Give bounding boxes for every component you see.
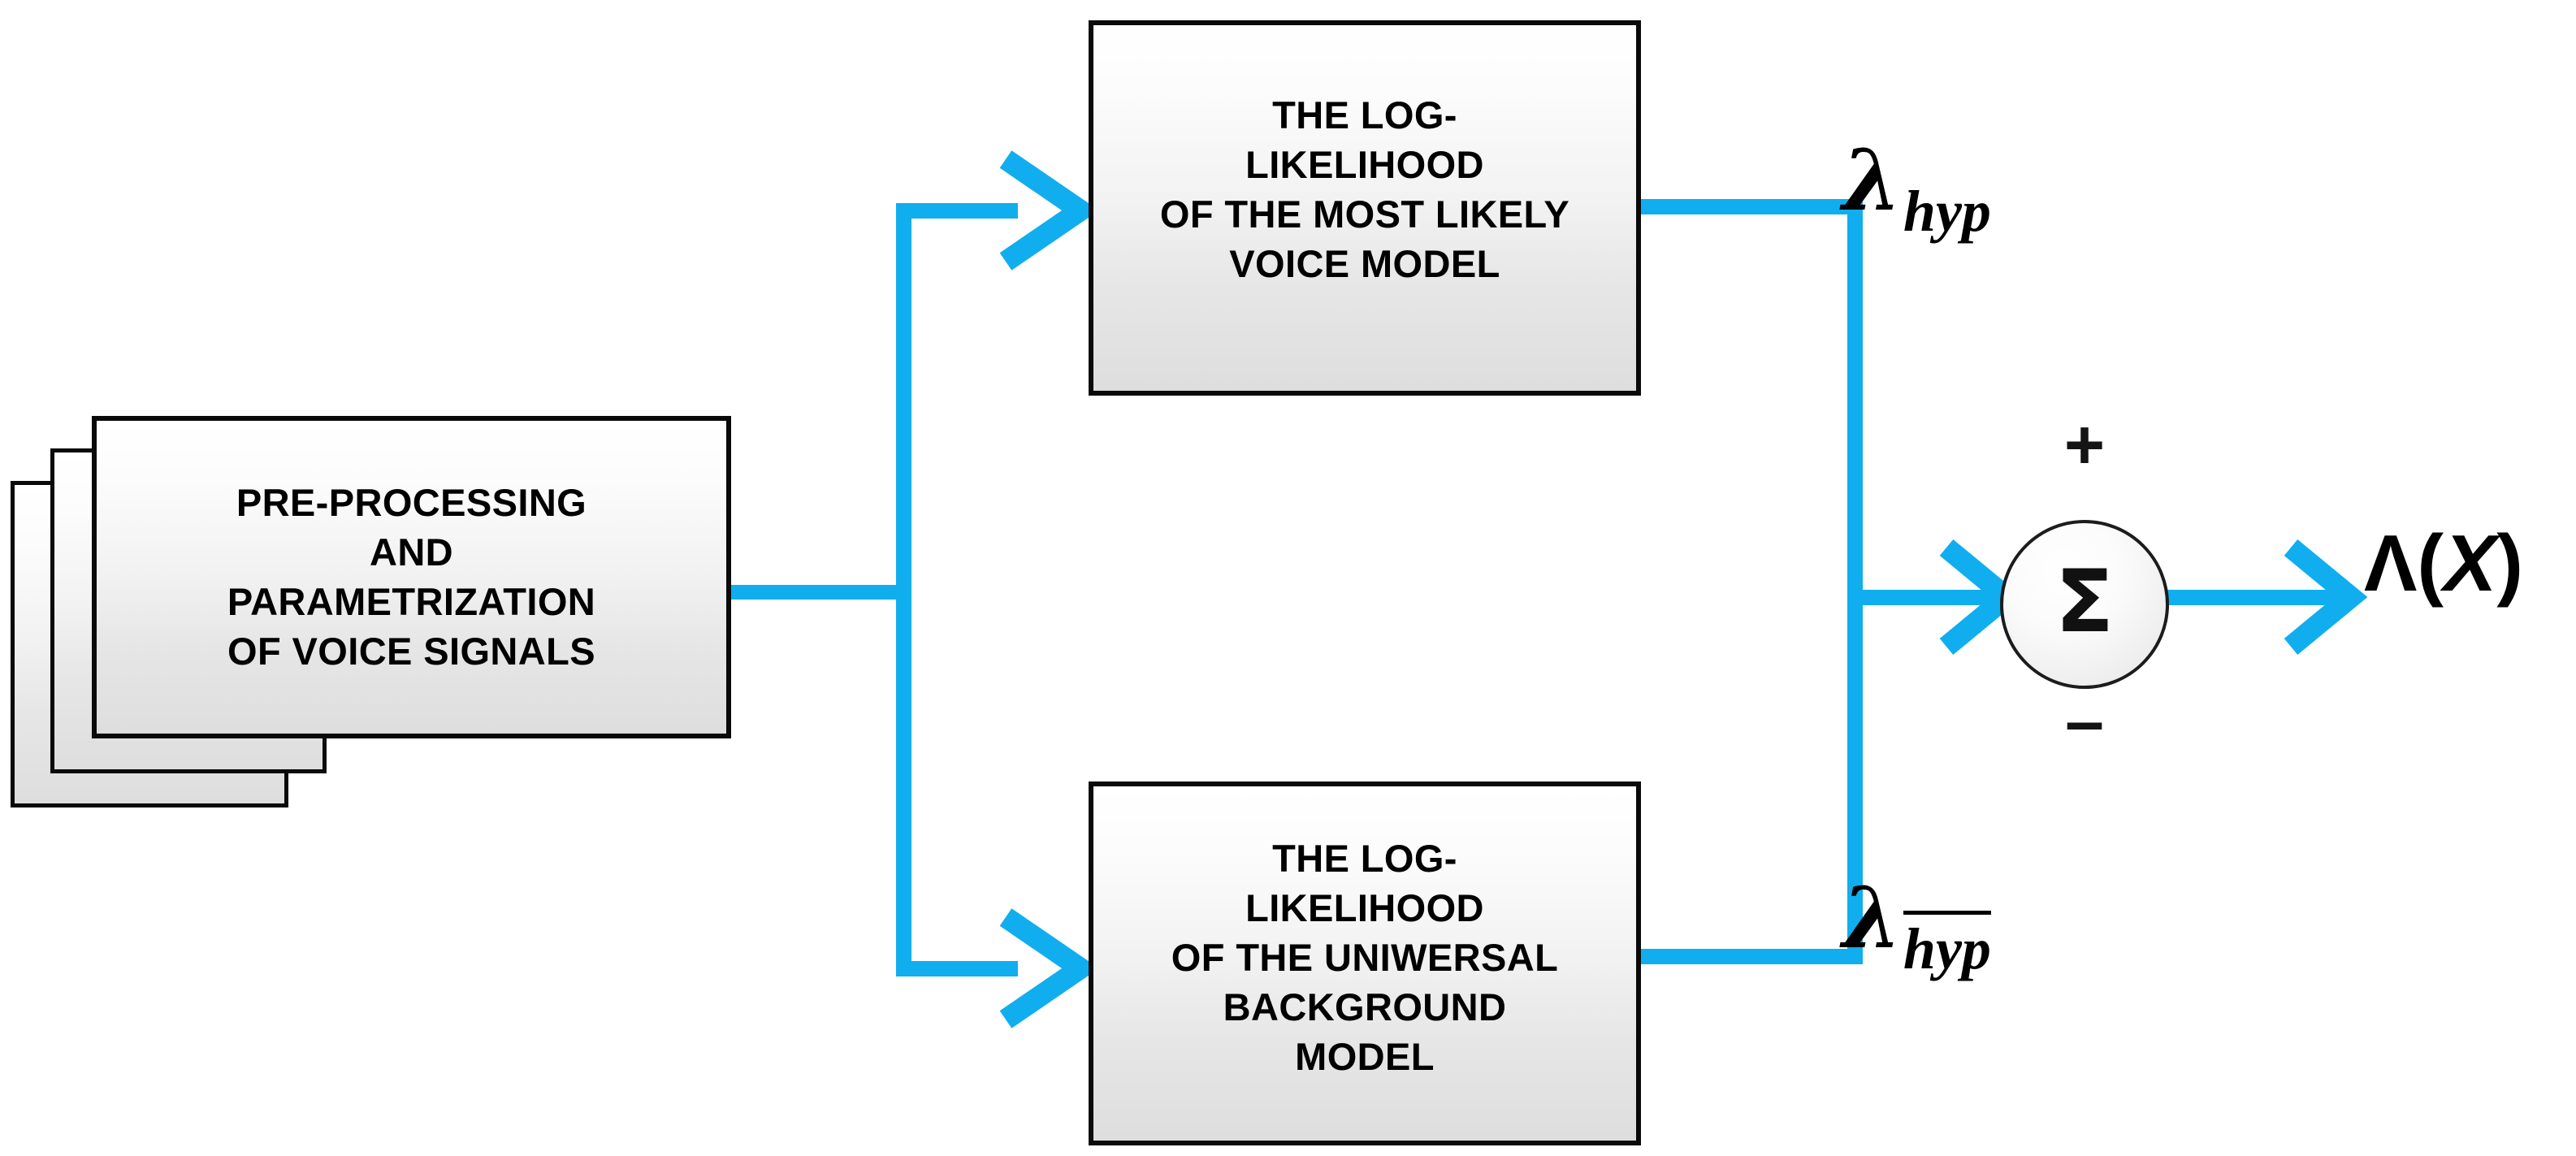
wire-to-summation xyxy=(1847,590,2010,605)
block-bottom-line-2: LIKELIHOOD xyxy=(1245,886,1484,930)
input-block-label: PRE-PROCESSING AND PARAMETRIZATION OF VO… xyxy=(97,478,726,676)
wire-split-to-top-block xyxy=(896,203,1018,219)
block-top-line-2: LIKELIHOOD xyxy=(1245,143,1484,187)
block-universal-background-model[interactable]: THE LOG- LIKELIHOOD OF THE UNIWERSAL BAC… xyxy=(1089,781,1641,1145)
plus-sign-label: + xyxy=(2063,406,2106,484)
input-line-1: PRE-PROCESSING xyxy=(236,481,587,524)
input-line-4: OF VOICE SIGNALS xyxy=(227,630,595,673)
label-lambda-hyp: λhyp xyxy=(1842,130,1991,244)
lambda-symbol-bottom: λ xyxy=(1842,868,1902,968)
input-line-2: AND xyxy=(369,530,454,574)
lambda-symbol-top: λ xyxy=(1842,130,1902,230)
lambda-subscript-hyp: hyp xyxy=(1903,179,1991,244)
label-lambda-hyp-negated: λhyp xyxy=(1842,868,1991,981)
wire-top-output-down xyxy=(1847,199,1863,597)
output-close-paren: ) xyxy=(2496,518,2524,608)
input-preprocessing-block[interactable]: PRE-PROCESSING AND PARAMETRIZATION OF VO… xyxy=(92,416,731,738)
block-top-line-4: VOICE MODEL xyxy=(1229,242,1500,286)
block-bottom-line-1: THE LOG- xyxy=(1272,837,1457,880)
input-line-3: PARAMETRIZATION xyxy=(227,580,596,624)
sigma-summation-icon: Σ xyxy=(2054,552,2115,652)
wire-split-to-bottom-block xyxy=(896,961,1018,976)
wire-bottom-output-up xyxy=(1847,597,1863,964)
output-variable: X xyxy=(2444,518,2497,608)
block-top-label: THE LOG- LIKELIHOOD OF THE MOST LIKELY V… xyxy=(1093,90,1636,288)
wire-summation-output xyxy=(2164,590,2344,605)
block-bottom-line-5: MODEL xyxy=(1295,1035,1435,1079)
wire-bottom-block-output xyxy=(1639,949,1863,964)
wire-vertical-split-bus xyxy=(896,203,911,976)
summation-node[interactable]: Σ xyxy=(2000,520,2169,689)
output-lambda-open: Λ( xyxy=(2364,518,2444,608)
block-top-line-1: THE LOG- xyxy=(1272,93,1457,136)
wire-top-block-output xyxy=(1639,199,1863,214)
block-bottom-line-3: OF THE UNIWERSAL xyxy=(1171,936,1559,980)
output-label: Λ(X) xyxy=(2364,523,2523,603)
minus-sign-label: – xyxy=(2065,682,2104,760)
wire-input-to-split xyxy=(730,585,906,600)
block-top-line-3: OF THE MOST LIKELY xyxy=(1159,193,1570,236)
block-hypothesized-model[interactable]: THE LOG- LIKELIHOOD OF THE MOST LIKELY V… xyxy=(1089,20,1641,396)
lambda-subscript-hyp-overline: hyp xyxy=(1903,911,1991,983)
block-bottom-line-4: BACKGROUND xyxy=(1223,985,1507,1029)
block-bottom-label: THE LOG- LIKELIHOOD OF THE UNIWERSAL BAC… xyxy=(1093,833,1636,1081)
